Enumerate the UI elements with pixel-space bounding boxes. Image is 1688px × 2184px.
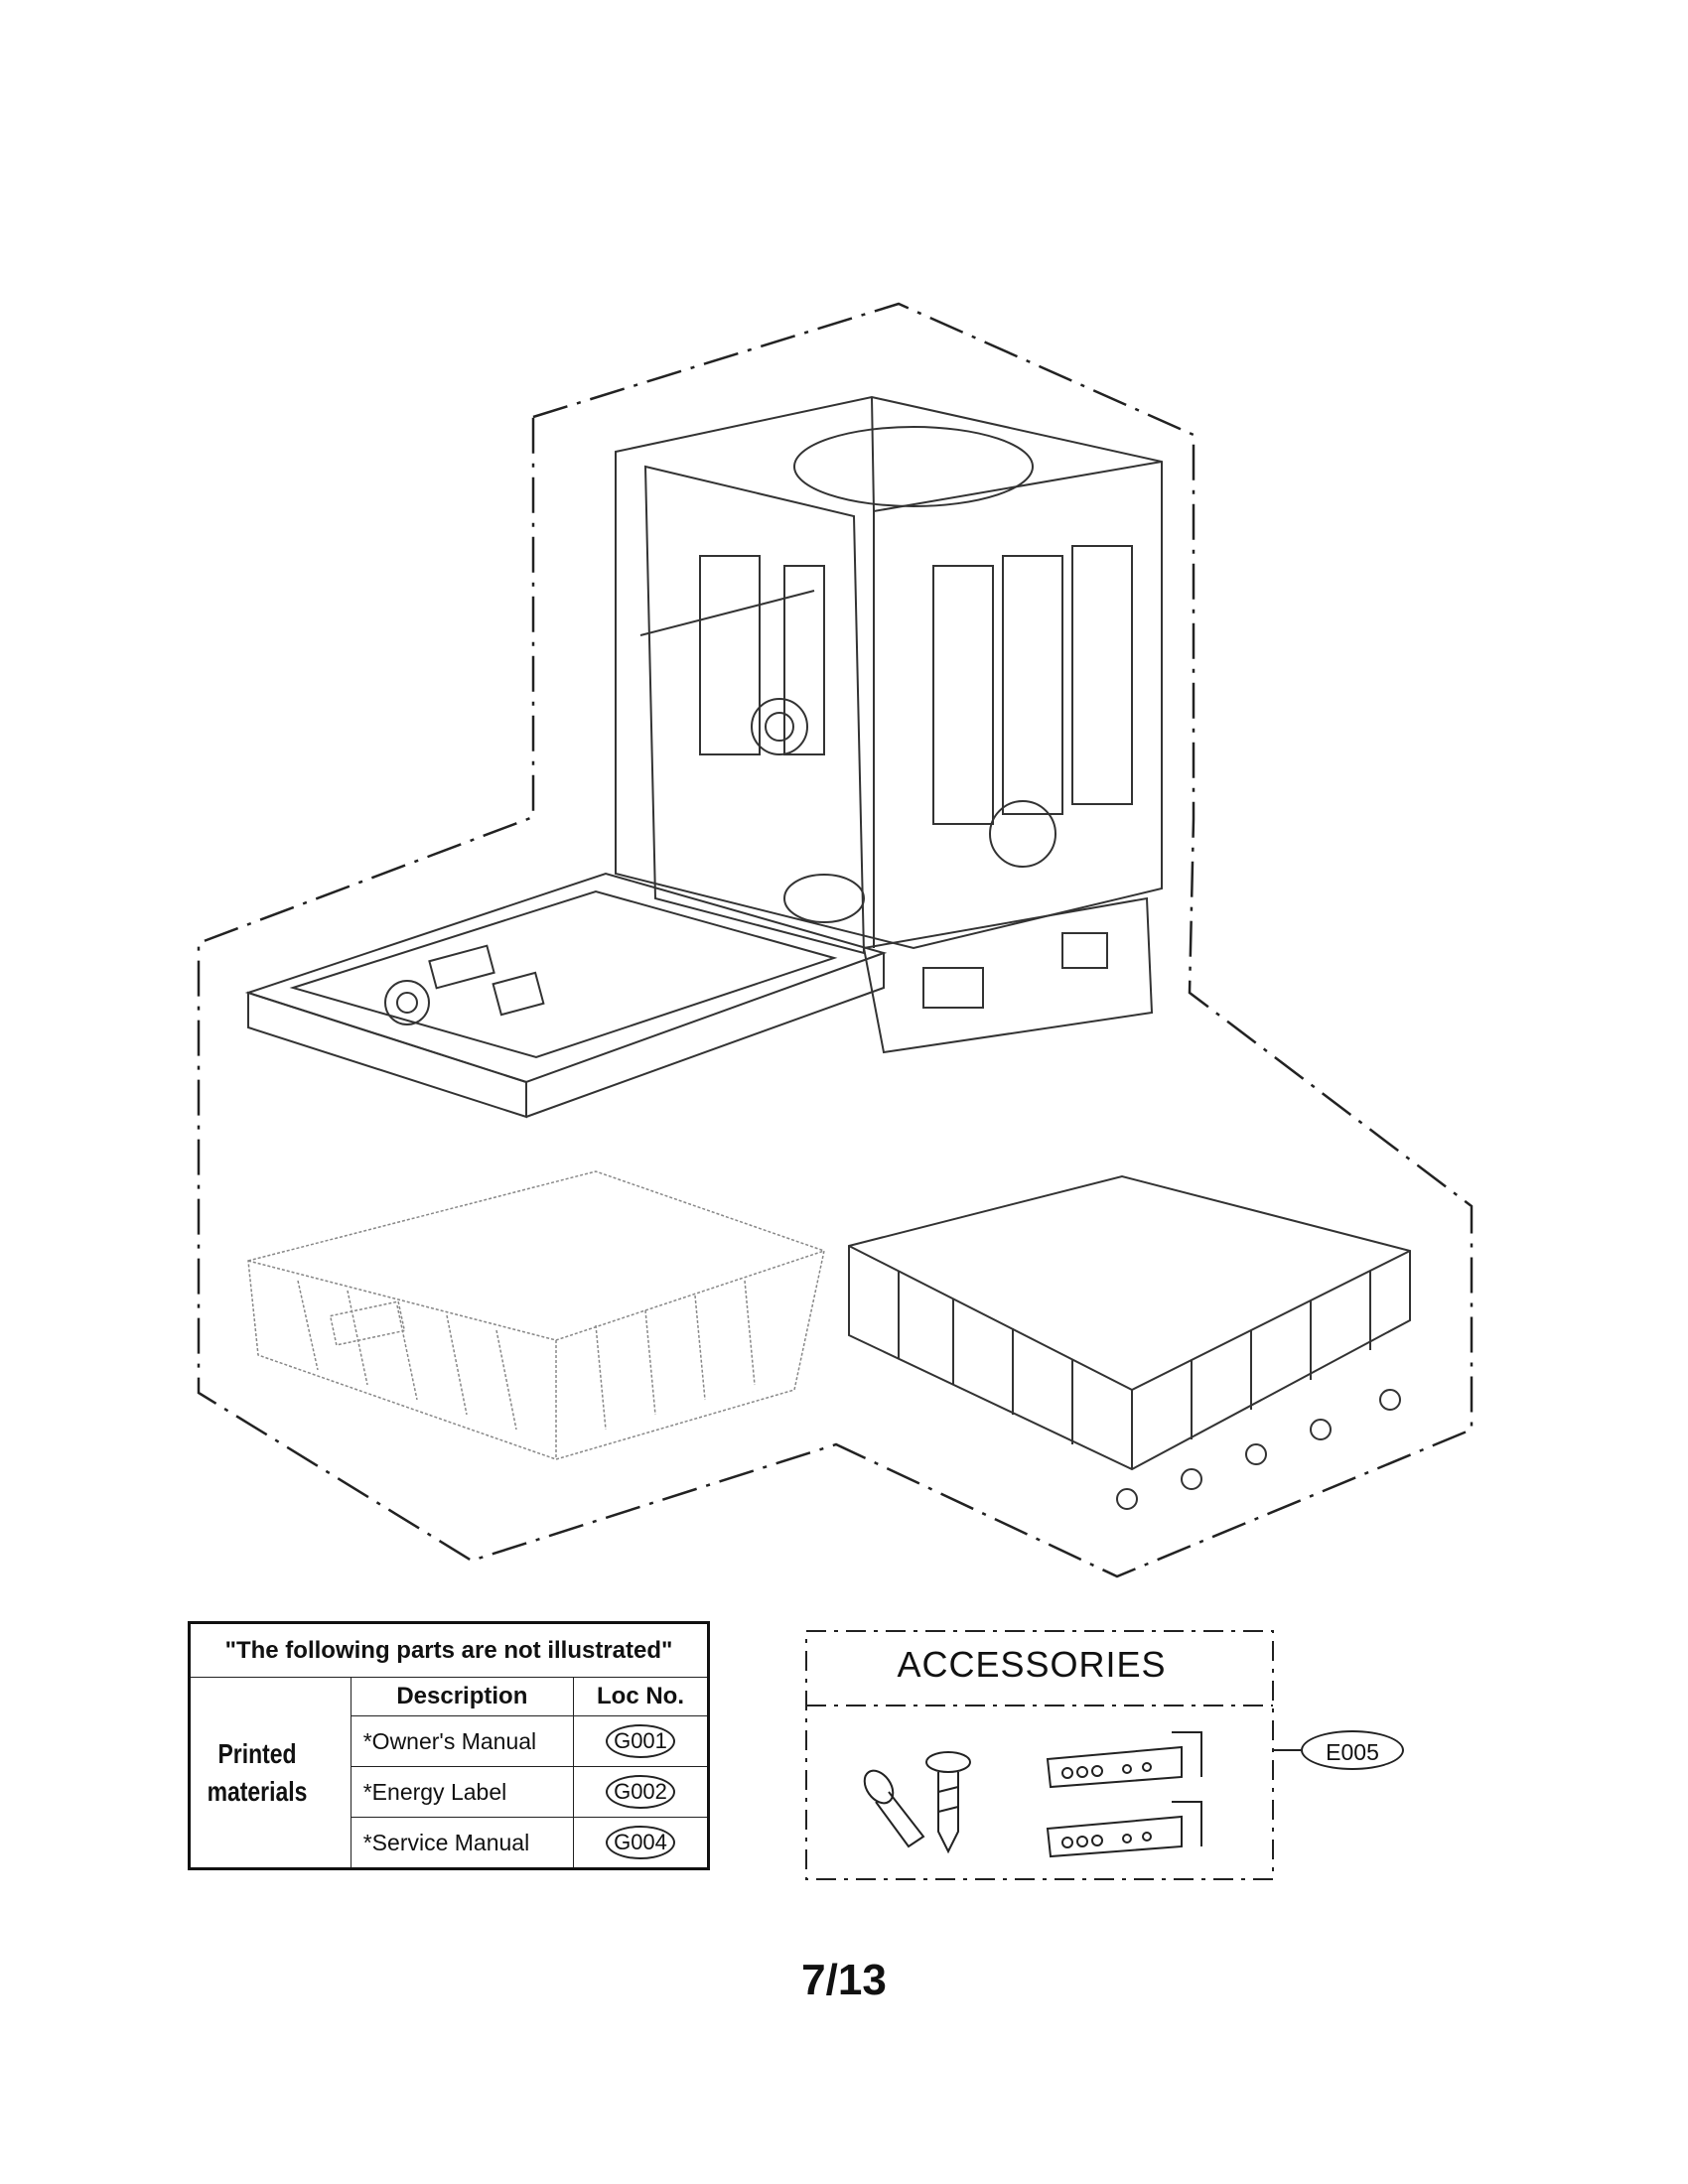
- row-loc: G001: [573, 1715, 709, 1767]
- dishwasher-tub: [615, 395, 1163, 1054]
- table-title: "The following parts are not illustrated…: [189, 1622, 709, 1678]
- row-description: *Owner's Manual: [350, 1715, 575, 1767]
- row-loc: G002: [573, 1766, 709, 1818]
- row-description: *Energy Label: [350, 1766, 575, 1818]
- accessories-title: ACCESSORIES: [897, 1644, 1167, 1685]
- table-row: *Service Manual G004: [190, 1817, 709, 1869]
- table-row: *Owner's Manual G001: [190, 1715, 709, 1767]
- loc-badge: G002: [606, 1775, 675, 1809]
- lower-rack: [848, 1174, 1411, 1510]
- loc-badge: G004: [606, 1826, 675, 1859]
- table-row: *Energy Label G002: [190, 1766, 709, 1818]
- accessories-callout: E005: [1301, 1730, 1404, 1770]
- loc-header: Loc No.: [573, 1677, 709, 1716]
- dishwasher-door: [244, 872, 888, 1119]
- description-header: Description: [350, 1677, 575, 1716]
- screw-icon: [863, 1751, 971, 1854]
- not-illustrated-parts-table: "The following parts are not illustrated…: [188, 1621, 710, 1870]
- loc-badge: G001: [606, 1724, 675, 1758]
- assembly-boundary: [197, 302, 1474, 1578]
- row-loc: G004: [573, 1817, 709, 1869]
- upper-rack: [247, 1170, 825, 1460]
- category-cell: Printed materials: [189, 1677, 352, 1869]
- bracket-icon: [1046, 1731, 1202, 1858]
- category-label: Printed materials: [207, 1737, 308, 1807]
- row-description: *Service Manual: [350, 1817, 575, 1869]
- page-number: 7/13: [801, 1956, 887, 2004]
